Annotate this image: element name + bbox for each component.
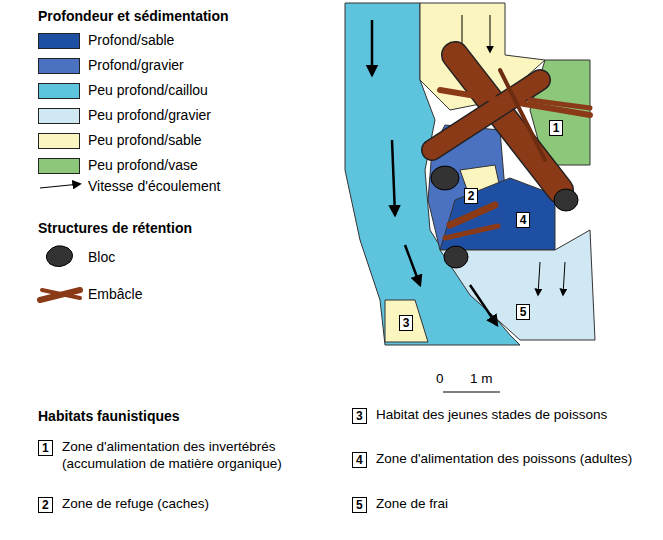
callout-box: 2 <box>464 188 479 204</box>
callout-number: 3 <box>403 316 410 330</box>
legend-text: Profond/sable <box>88 32 174 49</box>
callout-box: 1 <box>549 120 564 136</box>
legend-text: Peu profond/caillou <box>88 82 208 99</box>
substrate-zones <box>345 3 595 345</box>
legend-swatch <box>38 108 80 124</box>
flow-arrows <box>372 15 565 325</box>
callout-number: 5 <box>520 305 527 319</box>
scale-bar <box>443 391 500 392</box>
legend-text: Embâcle <box>88 286 142 303</box>
label-text: Zone d'alimentation des invertébrés (acc… <box>62 438 312 472</box>
callout-box: 4 <box>516 212 531 228</box>
label-text: Zone de refuge (caches) <box>62 495 209 512</box>
legend-samples <box>40 184 80 300</box>
label-text: Zone d'alimentation des poissons (adulte… <box>376 450 646 467</box>
callout-number: 2 <box>468 189 475 203</box>
callout-number: 1 <box>553 121 560 135</box>
section-heading: Profondeur et sédimentation <box>38 8 229 25</box>
legend-swatch <box>38 158 80 174</box>
callout-number: 4 <box>520 213 527 227</box>
callout-number: 1 <box>38 440 53 456</box>
legend-swatch <box>38 133 80 149</box>
legend-swatch <box>38 83 80 99</box>
legend-text: Bloc <box>88 249 115 266</box>
log-jams <box>432 55 590 238</box>
legend-text: Profond/gravier <box>88 57 184 74</box>
legend-swatch <box>38 58 80 74</box>
legend-swatch <box>38 33 80 49</box>
legend-text: Peu profond/gravier <box>88 107 211 124</box>
legend-text: Vitesse d'écoulement <box>88 178 220 195</box>
label-text: Habitat des jeunes stades de poissons <box>376 406 607 423</box>
callout-number: 4 <box>352 452 367 468</box>
callout-box: 5 <box>516 304 531 320</box>
label-text: 0 <box>436 370 444 387</box>
callout-number: 3 <box>352 408 367 424</box>
section-heading: Structures de rétention <box>38 220 192 237</box>
callout-number: 5 <box>352 497 367 513</box>
section-heading: Habitats faunistiques <box>38 408 180 425</box>
legend-text: Peu profond/sable <box>88 132 202 149</box>
boulders <box>431 166 578 268</box>
label-text: Zone de frai <box>376 495 448 512</box>
label-text: 1 m <box>470 370 493 387</box>
legend-text: Peu profond/vase <box>88 157 198 174</box>
callout-box: 3 <box>399 315 414 331</box>
callout-number: 2 <box>38 497 53 513</box>
